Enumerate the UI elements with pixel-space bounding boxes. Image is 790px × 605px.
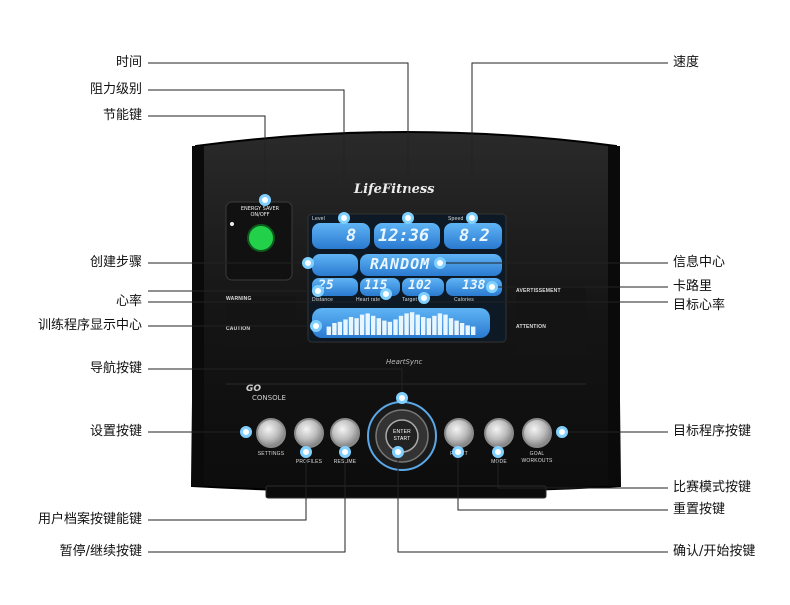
program-bar bbox=[398, 315, 404, 335]
program-bar bbox=[382, 320, 387, 335]
label-race-key: 比赛模式按键 bbox=[673, 480, 752, 495]
lcd-message: RANDOM bbox=[370, 255, 431, 273]
brand-logo: LifeFitness bbox=[354, 182, 435, 197]
treadmill-console: 8 12:36 8.2 RANDOM 25 115 102 138 Level … bbox=[186, 126, 626, 502]
lcd-calories-value: 138 bbox=[462, 278, 486, 293]
program-bar bbox=[459, 323, 465, 335]
program-bar bbox=[359, 314, 365, 335]
program-bar bbox=[371, 315, 376, 335]
label-heart-rate: 心率 bbox=[115, 294, 142, 309]
program-bar bbox=[443, 314, 448, 335]
lcd-label-speed: Speed bbox=[448, 216, 464, 222]
lcd-time-value: 12:36 bbox=[378, 226, 430, 246]
label-pause-key: 暂停/继续按键 bbox=[59, 544, 142, 559]
race-mode-button[interactable] bbox=[484, 418, 514, 448]
lcd-speed-value: 8.2 bbox=[459, 226, 490, 246]
profiles-button[interactable] bbox=[294, 418, 324, 448]
lcd-level-value: 8 bbox=[346, 226, 357, 246]
label-settings-key: 设置按键 bbox=[89, 424, 142, 439]
program-bar bbox=[348, 317, 354, 335]
energy-saver-onoff: ON/OFF bbox=[250, 212, 270, 218]
settings-button[interactable] bbox=[256, 418, 286, 448]
label-profile-key: 用户档案按键能键 bbox=[37, 512, 142, 527]
lcd-label-calories: Calories bbox=[454, 297, 474, 303]
enter-button-label: ENTER bbox=[393, 429, 411, 435]
label-speed: 速度 bbox=[673, 55, 700, 70]
program-bar bbox=[326, 326, 331, 335]
program-bar bbox=[437, 313, 443, 335]
label-reset-key: 重置按键 bbox=[673, 502, 726, 517]
program-bar bbox=[409, 312, 415, 335]
label-nav-key: 导航按键 bbox=[89, 361, 142, 376]
pause-resume-button[interactable] bbox=[330, 418, 360, 448]
lcd-label-heart: Heart rate bbox=[356, 297, 381, 303]
workouts-button-label: WORKOUTS bbox=[521, 458, 553, 464]
lcd-heart-rate-value: 115 bbox=[364, 278, 388, 293]
label-calories: 卡路里 bbox=[673, 279, 713, 294]
label-target-hr: 目标心率 bbox=[673, 298, 726, 313]
resume-button-label: RESUME bbox=[333, 459, 357, 465]
program-bar bbox=[354, 318, 359, 335]
lcd-target-value: 102 bbox=[408, 278, 432, 293]
console-body bbox=[190, 131, 622, 499]
program-bar bbox=[376, 318, 381, 335]
go-console-go: GO bbox=[246, 384, 262, 394]
settings-button-label: SETTINGS bbox=[257, 451, 285, 457]
lcd-distance-value: 25 bbox=[318, 278, 334, 293]
label-time: 时间 bbox=[115, 55, 142, 70]
attention-title: ATTENTION bbox=[516, 324, 547, 330]
label-energy-key: 节能键 bbox=[102, 108, 142, 123]
goal-button-label: GOAL bbox=[529, 451, 545, 457]
program-bar bbox=[387, 321, 393, 335]
label-resistance: 阻力级别 bbox=[89, 82, 142, 97]
go-console-text: CONSOLE bbox=[252, 394, 286, 402]
program-bar bbox=[454, 320, 459, 335]
program-bar bbox=[332, 323, 337, 335]
reset-button-label: RESET bbox=[450, 451, 468, 457]
avertissement-title: AVERTISSEMENT bbox=[516, 288, 561, 294]
goal-workouts-button[interactable] bbox=[522, 418, 552, 448]
program-bar bbox=[426, 318, 431, 335]
program-bar bbox=[415, 314, 420, 335]
program-bar bbox=[421, 317, 426, 335]
caution-title: CAUTION bbox=[226, 326, 251, 332]
start-button-label: START bbox=[393, 436, 411, 442]
label-enter-key: 确认/开始按键 bbox=[673, 544, 756, 559]
program-bar bbox=[471, 326, 476, 335]
lcd-label-level: Level bbox=[312, 216, 325, 222]
lcd-label-target: Target bbox=[402, 297, 418, 303]
program-bar bbox=[343, 319, 348, 335]
label-create-steps: 创建步骤 bbox=[89, 255, 142, 270]
reset-button[interactable] bbox=[444, 418, 474, 448]
program-bar bbox=[404, 313, 409, 335]
label-info-center: 信息中心 bbox=[673, 255, 726, 270]
program-bar bbox=[393, 319, 398, 335]
program-bar bbox=[365, 313, 370, 335]
lcd-label-distance: Distance bbox=[312, 297, 334, 303]
program-bar bbox=[448, 318, 454, 335]
program-bar bbox=[432, 315, 437, 335]
program-bar bbox=[465, 325, 470, 335]
program-bar-chart bbox=[326, 312, 476, 335]
warning-title: WARNING bbox=[226, 296, 252, 302]
label-goal-key: 目标程序按键 bbox=[673, 424, 752, 439]
heartsync-logo: HeartSync bbox=[386, 358, 423, 366]
program-bar bbox=[337, 321, 343, 335]
label-program-display: 训练程序显示中心 bbox=[37, 318, 142, 333]
